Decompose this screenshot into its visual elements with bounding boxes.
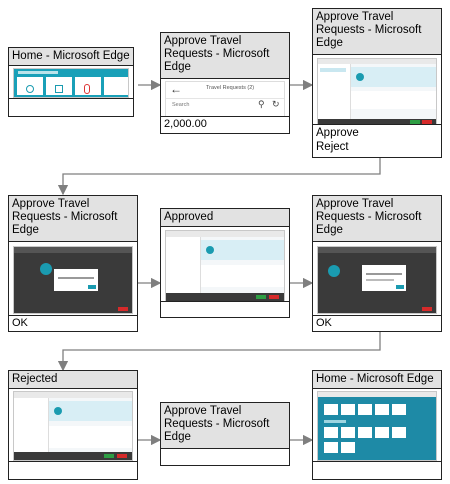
arrow-n3-n4 [57, 158, 381, 196]
refresh-icon: ↻ [272, 99, 280, 109]
back-arrow-icon: ← [170, 82, 182, 96]
thumbnail-edge-home-tiles [317, 391, 437, 461]
thumbnail-reject-dialog [317, 246, 437, 314]
node-title: Approve Travel Requests - Microsoft Edge [161, 33, 289, 79]
list-header: Travel Requests (2) [206, 85, 255, 91]
node-footer [161, 448, 289, 465]
node-title: Approve Travel Requests - Microsoft Edge [9, 196, 137, 242]
thumbnail-edge-home [13, 68, 129, 98]
search-placeholder: Search [172, 102, 190, 108]
node-approve-travel-8: Approve Travel Requests - Microsoft Edge [160, 402, 290, 466]
footer-action-reject: Reject [316, 141, 349, 153]
node-approve-travel-6: Approve Travel Requests - Microsoft Edge… [312, 195, 442, 332]
node-title: Approve Travel Requests - Microsoft Edge [161, 403, 289, 449]
node-footer [161, 301, 289, 317]
node-footer [9, 98, 133, 116]
footer-action-ok: OK [12, 317, 28, 329]
thumbnail-travel-requests-list: ← Travel Requests (2) Search ⚲ ↻ [165, 81, 285, 119]
node-title: Approve Travel Requests - Microsoft Edge [313, 9, 441, 55]
node-rejected: Rejected [8, 370, 138, 480]
footer-action-approve: Approve [316, 127, 359, 139]
search-icon: ⚲ [258, 99, 265, 109]
thumbnail-travel-request-detail [317, 58, 437, 126]
node-footer [313, 461, 441, 479]
node-home-edge-9: Home - Microsoft Edge [312, 370, 442, 480]
node-approved: Approved [160, 208, 290, 318]
thumbnail-request-approved [165, 230, 285, 302]
node-home-edge-1: Home - Microsoft Edge [8, 47, 134, 117]
node-footer: OK [313, 315, 441, 331]
thumbnail-approve-dialog [13, 246, 133, 314]
thumbnail-request-rejected [13, 391, 133, 461]
node-approve-travel-3: Approve Travel Requests - Microsoft Edge… [312, 8, 442, 158]
node-approve-travel-4: Approve Travel Requests - Microsoft Edge… [8, 195, 138, 332]
arrow-n6-n7 [57, 332, 381, 372]
node-title: Rejected [9, 371, 137, 389]
footer-action-ok: OK [316, 317, 332, 329]
node-title: Approve Travel Requests - Microsoft Edge [313, 196, 441, 242]
node-title: Approved [161, 209, 289, 227]
node-footer: Approve Reject [313, 124, 441, 157]
node-title: Home - Microsoft Edge [313, 371, 441, 389]
node-footer: 2,000.00 [161, 116, 289, 133]
node-footer [9, 461, 137, 479]
footer-value: 2,000.00 [164, 118, 207, 130]
node-footer: OK [9, 315, 137, 331]
node-approve-travel-2: Approve Travel Requests - Microsoft Edge… [160, 32, 290, 134]
node-title: Home - Microsoft Edge [9, 48, 133, 66]
